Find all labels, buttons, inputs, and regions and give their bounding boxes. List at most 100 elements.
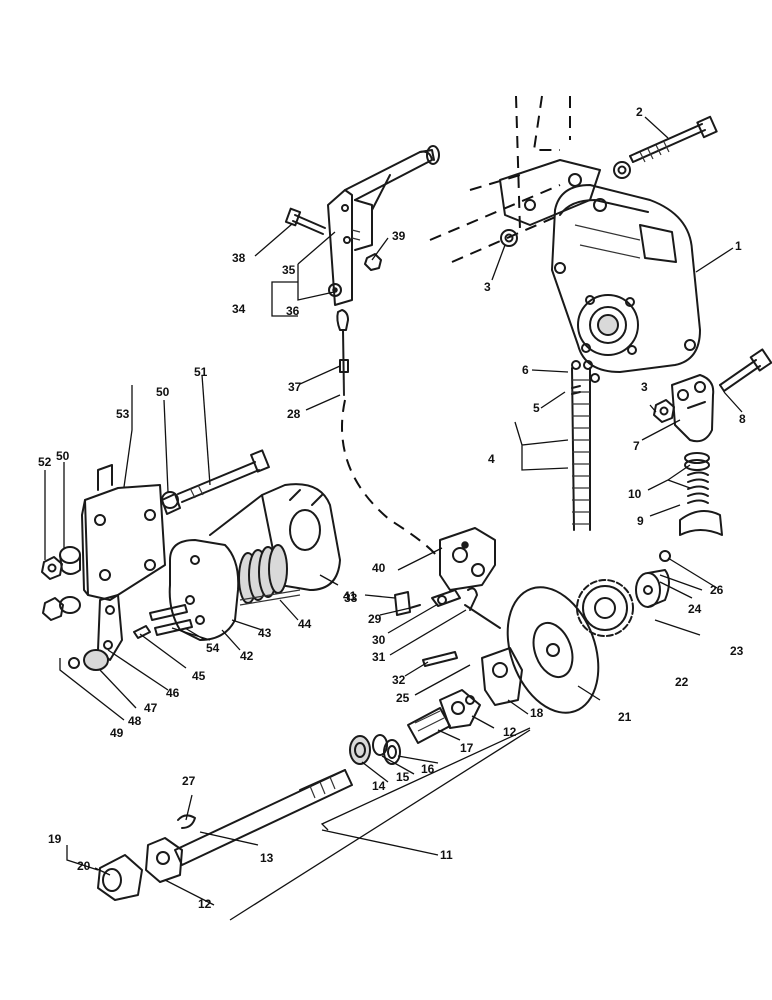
plate-part-33 <box>394 591 411 616</box>
label-38: 38 <box>232 251 246 265</box>
frame-bracket <box>499 159 601 226</box>
label-22: 22 <box>675 675 689 689</box>
label-32: 32 <box>392 673 406 687</box>
label-1: 1 <box>735 239 742 253</box>
nut-part-3-upper <box>500 229 518 247</box>
rod-part-28 <box>336 309 349 396</box>
label-13: 13 <box>260 851 274 865</box>
label-45: 45 <box>192 669 206 683</box>
label-28: 28 <box>287 407 301 421</box>
label-3-upper: 3 <box>484 280 491 294</box>
pin-part-32 <box>422 651 458 667</box>
nut-part-52 <box>41 556 63 580</box>
yoke-part-18 <box>481 647 523 706</box>
label-48: 48 <box>128 714 142 728</box>
label-17: 17 <box>460 741 474 755</box>
pivot-part-36 <box>328 283 342 297</box>
label-41: 41 <box>343 589 357 603</box>
spring-part-43 <box>238 544 288 604</box>
shaft-part-13 <box>174 769 353 866</box>
label-26: 26 <box>710 583 724 597</box>
label-51: 51 <box>194 365 208 379</box>
bolt-part-38 <box>284 207 326 235</box>
label-24: 24 <box>688 602 702 616</box>
label-8: 8 <box>739 412 746 426</box>
sleeve-part-50-upper <box>161 491 181 515</box>
label-19: 19 <box>48 832 62 846</box>
bolt-part-51 <box>177 449 270 503</box>
label-6: 6 <box>522 363 529 377</box>
label-52: 52 <box>38 455 52 469</box>
label-46: 46 <box>166 686 180 700</box>
label-43: 43 <box>258 626 272 640</box>
label-34: 34 <box>232 302 246 316</box>
nut-part-3-lower <box>653 399 675 423</box>
disc-part-21 <box>506 586 600 714</box>
lever-part-35 <box>327 145 440 306</box>
washer-part-10 <box>684 452 710 471</box>
rod-part-31 <box>464 587 501 629</box>
label-4: 4 <box>488 452 495 466</box>
leader-lines <box>44 116 743 921</box>
parts-29-30 <box>409 589 461 609</box>
nut-part-26 <box>659 550 671 562</box>
gearbox-part-1 <box>551 184 701 373</box>
label-10: 10 <box>628 487 642 501</box>
label-53: 53 <box>116 407 130 421</box>
bearing-part-14 <box>349 735 371 765</box>
label-31: 31 <box>372 650 386 664</box>
washer-part-48 <box>83 649 109 671</box>
label-5: 5 <box>533 401 540 415</box>
label-23: 23 <box>730 644 744 658</box>
lever-plate-part-46 <box>97 594 123 661</box>
nut-lower-left <box>42 596 81 621</box>
sprocket-part-23 <box>576 579 634 637</box>
label-50-left: 50 <box>56 449 70 463</box>
ujoint-part-12-upper <box>439 689 481 729</box>
label-44: 44 <box>298 617 312 631</box>
spring-shoe-part-9 <box>679 471 723 536</box>
label-33: 33 <box>344 591 358 605</box>
label-39: 39 <box>392 229 406 243</box>
cable-dashed <box>341 399 441 561</box>
nut-part-49 <box>68 657 80 669</box>
label-12-upper: 12 <box>503 725 517 739</box>
label-36: 36 <box>286 304 300 318</box>
block-part-40 <box>439 527 496 591</box>
tractor-frame-outline <box>429 95 571 263</box>
label-21: 21 <box>618 710 632 724</box>
label-3-lower: 3 <box>641 380 648 394</box>
bolt-part-8 <box>719 348 772 392</box>
label-30: 30 <box>372 633 386 647</box>
label-9: 9 <box>637 514 644 528</box>
label-29: 29 <box>368 612 382 626</box>
bracket-part-53 <box>81 464 166 601</box>
clip-part-27 <box>177 814 196 829</box>
chain-part-4 <box>571 360 600 531</box>
bolt-part-2 <box>613 115 718 179</box>
label-35: 35 <box>282 263 296 277</box>
hub-part-24 <box>635 569 670 608</box>
label-27: 27 <box>182 774 196 788</box>
label-7: 7 <box>633 439 640 453</box>
ujoint-part-12-lower <box>145 837 183 883</box>
label-18: 18 <box>530 706 544 720</box>
label-12-lower: 12 <box>198 897 212 911</box>
bracket-part-7 <box>671 374 715 443</box>
housing-part-42 <box>168 539 240 641</box>
label-11: 11 <box>440 848 453 862</box>
pins-part-54 <box>149 604 193 636</box>
label-20: 20 <box>77 859 91 873</box>
label-16: 16 <box>421 762 435 776</box>
spring-part-45 <box>133 625 151 639</box>
label-14: 14 <box>372 779 386 793</box>
label-50-right: 50 <box>156 385 170 399</box>
label-42: 42 <box>240 649 254 663</box>
sleeve-part-50-lower <box>59 546 81 575</box>
label-47: 47 <box>144 701 158 715</box>
nut-part-39 <box>364 253 382 271</box>
label-40: 40 <box>372 561 386 575</box>
label-2: 2 <box>636 105 643 119</box>
label-37: 37 <box>288 380 302 394</box>
